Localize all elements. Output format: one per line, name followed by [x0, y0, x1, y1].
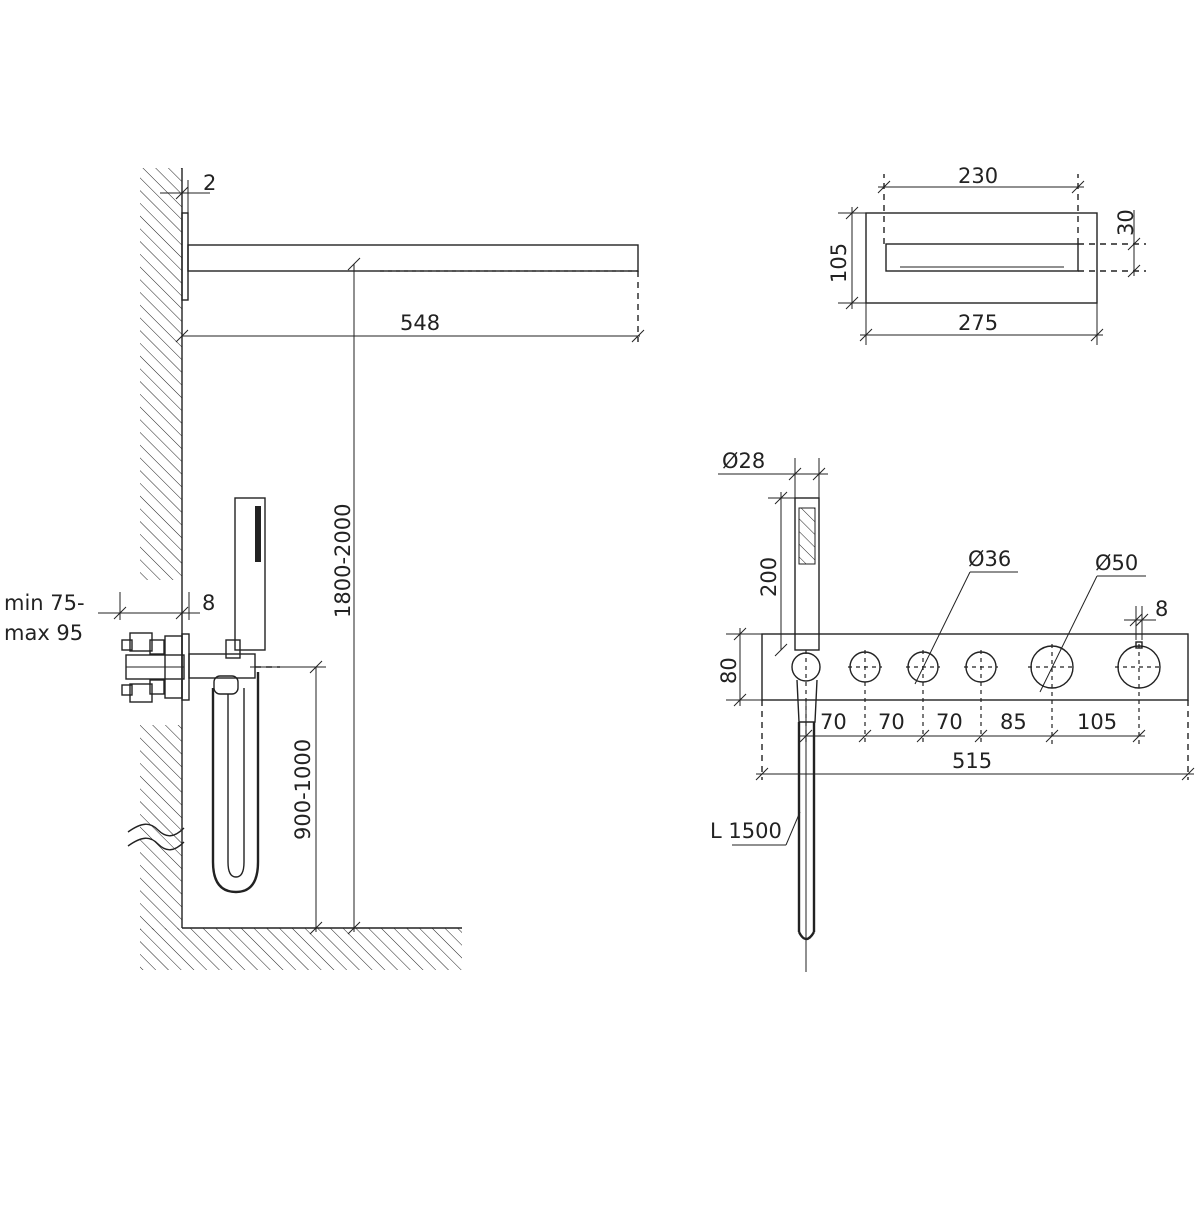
dim-tick [755, 767, 769, 781]
dim-tick [1071, 180, 1085, 194]
dim-tick [877, 180, 891, 194]
dim-tick [916, 729, 930, 743]
dim-tick [974, 729, 988, 743]
control-panel-front-view: Ø28 200 80 Ø36 Ø50 8 [710, 449, 1195, 972]
dim-depth-min: min 75- [4, 591, 85, 615]
dim-plate-edge: 8 [1155, 597, 1168, 621]
dim-tick [1090, 328, 1104, 342]
handshower-holder [225, 639, 241, 659]
mixer-valve [149, 639, 165, 655]
head-outlet [885, 243, 1079, 272]
control-plate [761, 633, 1189, 701]
dim-overall-width: 275 [958, 311, 998, 335]
dim-knob-small-diameter: Ø36 [968, 547, 1011, 571]
dim-tick [859, 328, 873, 342]
wall-break-mark [127, 823, 185, 837]
dim-plate-width: 515 [952, 749, 992, 773]
side-view: 2 548 1800-2000 900-1000 [4, 168, 645, 970]
head-outline [865, 212, 1098, 304]
dim-tick [175, 606, 189, 620]
dim-tick [347, 257, 361, 271]
dim-tick [733, 693, 747, 707]
shower-arm [187, 244, 639, 272]
dim-tick [1129, 613, 1143, 627]
leader-hose [785, 811, 801, 846]
dim-depth-max: max 95 [4, 621, 83, 645]
dim-tick [1127, 237, 1141, 251]
dim-tick [309, 921, 323, 935]
wall-hatch-lower [140, 725, 182, 930]
mixer-valve [149, 679, 165, 695]
dim-tick [1132, 729, 1146, 743]
dim-tick [774, 491, 788, 505]
handshower-front [794, 497, 820, 651]
dim-tick [858, 729, 872, 743]
outlet-elbow [188, 653, 256, 679]
leader-d50 [1039, 575, 1098, 693]
dim-tick [1135, 613, 1149, 627]
wall-hatch-upper [140, 168, 182, 580]
dim-tick [175, 186, 189, 200]
dim-plate-height: 80 [717, 657, 741, 684]
hose-connector [213, 675, 239, 695]
dim-arm-length: 548 [400, 311, 440, 335]
leader-d36 [914, 571, 971, 685]
mixer-block [129, 683, 153, 703]
shower-head-top-view: 230 105 30 275 [827, 164, 1146, 345]
handshower-body [234, 497, 266, 651]
dim-handshower-length: 200 [757, 557, 781, 597]
dim-outlet-height: 900-1000 [291, 739, 315, 840]
wall-flange [181, 212, 189, 301]
dim-head-width: 230 [958, 164, 998, 188]
dim-spacing-2: 70 [878, 710, 905, 734]
dim-tick [1127, 264, 1141, 278]
dim-tick [113, 606, 127, 620]
dim-tick [347, 921, 361, 935]
dim-head-depth: 105 [827, 243, 851, 283]
dim-outlet-depth: 30 [1114, 209, 1138, 236]
dim-tick [845, 296, 859, 310]
dim-tick [733, 627, 747, 641]
dim-plate-thickness: 8 [202, 591, 215, 615]
dim-tick [1181, 767, 1195, 781]
handshower-nozzles [255, 506, 261, 562]
dim-spacing-5: 105 [1077, 710, 1117, 734]
hose-inner [227, 688, 245, 878]
dim-tick [631, 329, 645, 343]
dim-spacing-1: 70 [820, 710, 847, 734]
hose-connector-front [796, 679, 818, 723]
hose-outer [211, 672, 260, 894]
floor-hatch [140, 928, 462, 970]
mixer-stub [121, 639, 133, 651]
handshower-spray-face [798, 507, 816, 565]
dim-tick [309, 660, 323, 674]
wall-break-mark-2 [127, 837, 185, 851]
dim-tick [812, 467, 826, 481]
dim-tick [788, 467, 802, 481]
mixer-stub [121, 684, 133, 696]
dim-tick [845, 206, 859, 220]
dim-wall-offset: 2 [203, 171, 216, 195]
dim-tick [1045, 729, 1059, 743]
dim-handshower-diameter: Ø28 [722, 449, 765, 473]
dim-spacing-3: 70 [936, 710, 963, 734]
dim-tick [799, 729, 813, 743]
dim-hose-length: L 1500 [710, 819, 782, 843]
dim-knob-large-diameter: Ø50 [1095, 551, 1138, 575]
dim-tick [175, 329, 189, 343]
mixer-block [129, 632, 153, 652]
dim-head-height: 1800-2000 [331, 504, 355, 618]
dim-spacing-4: 85 [1000, 710, 1027, 734]
dim-tick [774, 643, 788, 657]
